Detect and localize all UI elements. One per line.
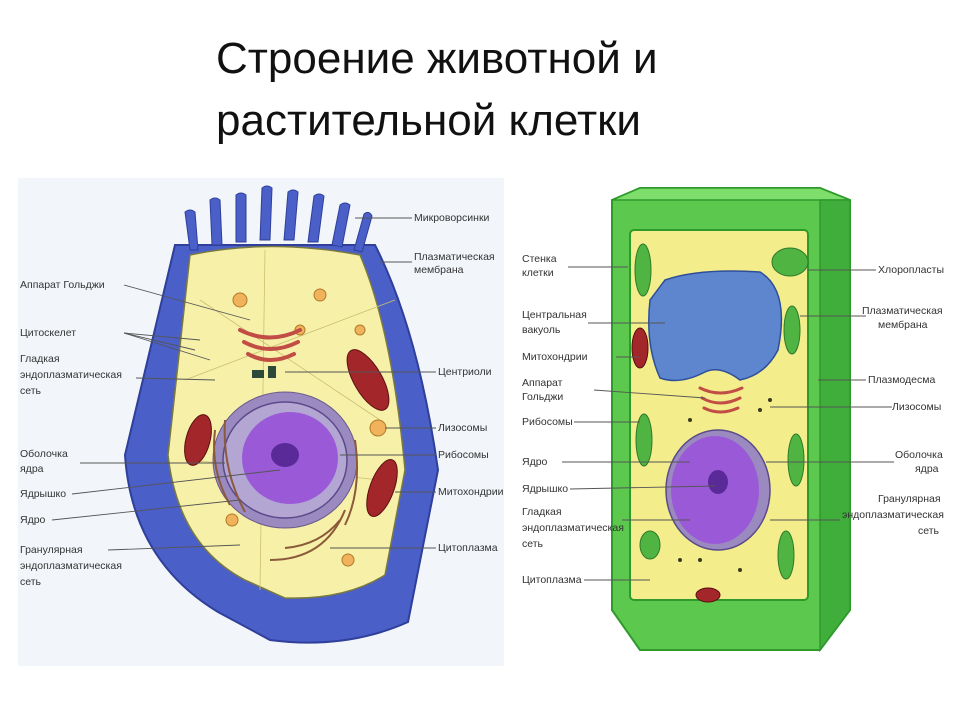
label-mitochondria: Митохондрии bbox=[438, 486, 504, 498]
plant-label-nuclear-envelope-2: ядра bbox=[915, 463, 939, 475]
plant-label-smooth-er-3: сеть bbox=[522, 538, 544, 550]
plant-labels: Стенка клетки Хлоропласты Центральная ва… bbox=[522, 253, 944, 586]
label-nucleolus: Ядрышко bbox=[20, 488, 66, 500]
label-centrioles: Центриоли bbox=[438, 366, 492, 378]
animal-rough-er bbox=[213, 419, 359, 561]
plant-mitochondria bbox=[631, 327, 721, 603]
plant-label-nucleolus: Ядрышко bbox=[522, 483, 568, 495]
plant-leader-lines bbox=[562, 266, 894, 581]
plant-label-rough-er-3: сеть bbox=[918, 525, 940, 537]
plant-label-cell-wall-1: Стенка bbox=[522, 253, 557, 265]
plant-wall-top bbox=[611, 187, 851, 201]
plant-wall-side bbox=[819, 199, 851, 653]
plant-nucleolus bbox=[708, 470, 728, 494]
label-plasma-membrane-2: мембрана bbox=[414, 264, 464, 276]
label-rough-er-2: эндоплазматическая bbox=[20, 560, 122, 572]
plant-label-mitochondria: Митохондрии bbox=[522, 351, 588, 363]
plant-nucleus bbox=[665, 429, 771, 551]
label-nuclear-envelope-1: Оболочка bbox=[20, 448, 68, 460]
plant-golgi bbox=[698, 386, 744, 414]
label-plasma-membrane-1: Плазматическая bbox=[414, 251, 495, 263]
plant-label-plasmodesma: Плазмодесма bbox=[868, 374, 935, 386]
animal-centrioles bbox=[252, 366, 276, 378]
plant-label-vacuole-1: Центральная bbox=[522, 309, 587, 321]
animal-nucleolus bbox=[271, 443, 299, 467]
label-rough-er-1: Гранулярная bbox=[20, 544, 83, 556]
plant-label-nucleus: Ядро bbox=[522, 456, 548, 468]
plant-label-rough-er-2: эндоплазматическая bbox=[842, 509, 944, 521]
plant-label-nuclear-envelope-1: Оболочка bbox=[895, 449, 943, 461]
label-lysosomes: Лизосомы bbox=[438, 422, 487, 434]
animal-mitochondria bbox=[184, 349, 398, 517]
animal-golgi bbox=[238, 328, 302, 362]
microvilli bbox=[184, 185, 373, 253]
plant-label-rough-er-1: Гранулярная bbox=[878, 493, 941, 505]
plant-label-cell-wall-2: клетки bbox=[522, 267, 554, 279]
plant-label-golgi-2: Гольджи bbox=[522, 391, 563, 403]
plant-chloroplasts bbox=[634, 243, 809, 580]
plant-label-smooth-er-1: Гладкая bbox=[522, 506, 562, 518]
label-cytoplasm: Цитоплазма bbox=[438, 542, 498, 554]
animal-labels: Микроворсинки Плазматическая мембрана Ап… bbox=[20, 212, 504, 588]
label-ribosomes: Рибосомы bbox=[438, 449, 489, 461]
label-cytoskeleton: Цитоскелет bbox=[20, 327, 76, 339]
label-smooth-er-2: эндоплазматическая bbox=[20, 369, 122, 381]
label-golgi: Аппарат Гольджи bbox=[20, 279, 105, 291]
label-smooth-er-1: Гладкая bbox=[20, 353, 60, 365]
plant-label-ribosomes: Рибосомы bbox=[522, 416, 573, 428]
plant-ribosomes bbox=[678, 398, 772, 572]
label-rough-er-3: сеть bbox=[20, 576, 42, 588]
label-nucleus: Ядро bbox=[20, 514, 46, 526]
plant-label-vacuole-2: вакуоль bbox=[522, 324, 561, 336]
label-microvilli: Микроворсинки bbox=[414, 212, 490, 224]
plant-label-golgi-1: Аппарат bbox=[522, 377, 563, 389]
title-line-1: Строение животной и bbox=[216, 34, 658, 83]
title-line-2: растительной клетки bbox=[216, 96, 641, 145]
label-smooth-er-3: сеть bbox=[20, 385, 42, 397]
plant-label-smooth-er-2: эндоплазматическая bbox=[522, 522, 624, 534]
plant-label-plasma-membrane-1: Плазматическая bbox=[862, 305, 943, 317]
animal-leader-lines bbox=[51, 217, 436, 551]
plant-label-chloroplasts: Хлоропласты bbox=[878, 264, 944, 276]
label-nuclear-envelope-2: ядра bbox=[20, 463, 44, 475]
plant-cell bbox=[611, 187, 851, 653]
plant-label-cytoplasm: Цитоплазма bbox=[522, 574, 582, 586]
plant-label-lysosomes: Лизосомы bbox=[892, 401, 941, 413]
plant-vacuole bbox=[648, 270, 783, 382]
animal-nucleus bbox=[212, 391, 358, 529]
animal-cell bbox=[18, 178, 504, 666]
plant-label-plasma-membrane-2: мембрана bbox=[878, 319, 928, 331]
